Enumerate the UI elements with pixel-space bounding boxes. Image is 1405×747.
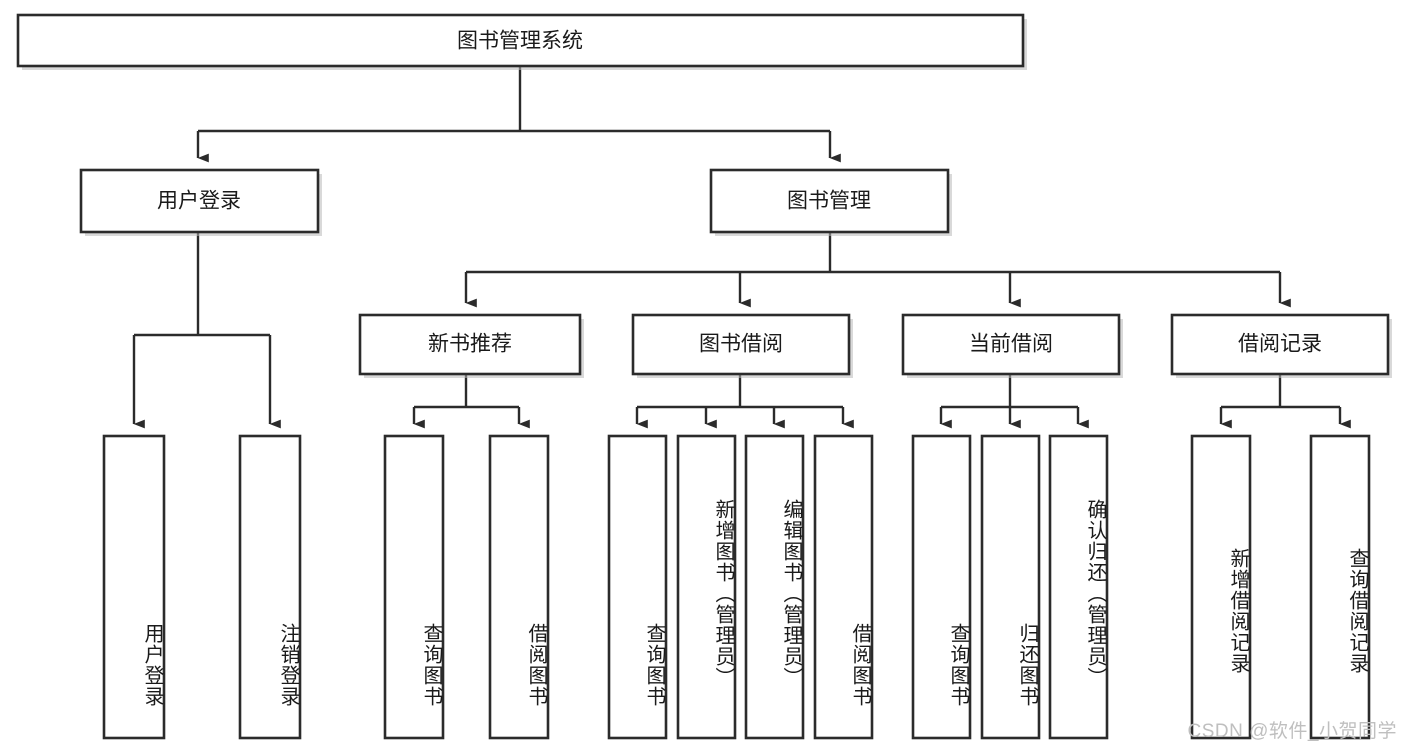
user-login-label: 用户登录 <box>157 190 241 213</box>
node-book-borrow[interactable]: 图书借阅 <box>631 313 853 378</box>
leaf-box-user-login[interactable] <box>102 434 166 740</box>
leaf-box-borrow-book-2[interactable] <box>813 434 874 740</box>
root-label: 图书管理系统 <box>457 30 583 53</box>
csdn-watermark: CSDN @软件_小贺同学 <box>1187 721 1397 742</box>
node-new-book-recommend[interactable]: 新书推荐 <box>358 313 584 378</box>
leaf-box-query-book-2[interactable] <box>607 434 668 740</box>
borrow-record-label: 借阅记录 <box>1238 333 1322 356</box>
leaf-box-query-book-1[interactable] <box>383 434 445 740</box>
connector-group <box>132 66 1351 429</box>
book-borrow-box[interactable] <box>631 313 851 376</box>
user-login-box[interactable] <box>79 168 320 234</box>
new-book-label: 新书推荐 <box>428 333 512 356</box>
leaf-box-logout[interactable] <box>238 434 302 740</box>
book-manage-box[interactable] <box>709 168 950 234</box>
root-box[interactable] <box>16 13 1025 68</box>
current-borrow-box[interactable] <box>901 313 1121 376</box>
node-root[interactable]: 图书管理系统 <box>16 13 1027 70</box>
leaf-box-add-book-admin[interactable] <box>676 434 737 740</box>
node-book-manage[interactable]: 图书管理 <box>709 168 952 236</box>
leaf-box-group <box>102 434 1371 740</box>
book-borrow-label: 图书借阅 <box>699 333 783 356</box>
current-borrow-label: 当前借阅 <box>969 333 1053 356</box>
leaf-box-borrow-book-1[interactable] <box>488 434 550 740</box>
leaf-box-confirm-return-admin[interactable] <box>1048 434 1109 740</box>
leaf-box-return-book[interactable] <box>980 434 1041 740</box>
leaf-box-query-record[interactable] <box>1309 434 1371 740</box>
book-manage-label: 图书管理 <box>787 190 871 213</box>
node-borrow-record[interactable]: 借阅记录 <box>1170 313 1392 378</box>
leaf-box-add-record[interactable] <box>1190 434 1252 740</box>
borrow-record-box[interactable] <box>1170 313 1390 376</box>
node-user-login[interactable]: 用户登录 <box>79 168 322 236</box>
node-current-borrow[interactable]: 当前借阅 <box>901 313 1123 378</box>
leaf-box-edit-book-admin[interactable] <box>744 434 805 740</box>
leaf-box-query-book-3[interactable] <box>911 434 972 740</box>
new-book-box[interactable] <box>358 313 582 376</box>
